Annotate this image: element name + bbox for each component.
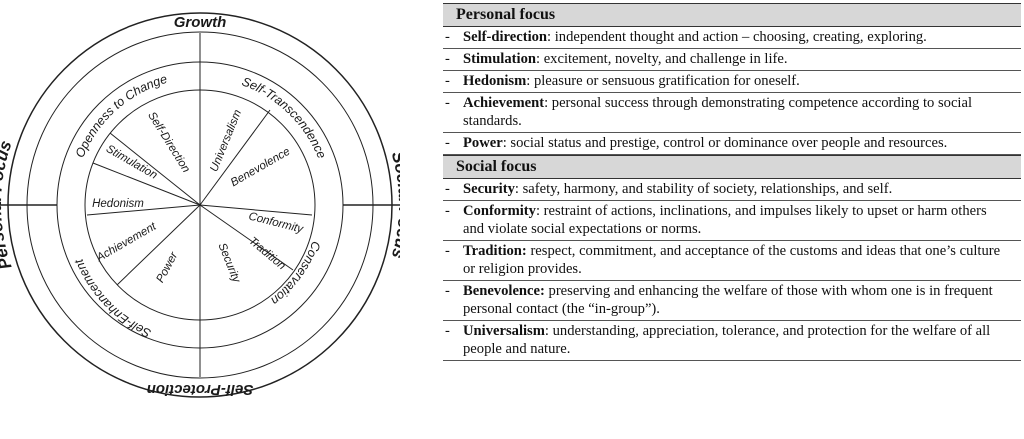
value-conformity: Conformity	[247, 211, 305, 236]
value-tradition: Tradition	[246, 235, 287, 272]
social-rows: -Security: safety, harmony, and stabilit…	[443, 179, 1021, 361]
row-dash: -	[445, 51, 450, 67]
growth-label: Growth	[174, 14, 227, 31]
term-separator: :	[502, 135, 507, 151]
value-term: Conformity	[463, 203, 536, 219]
term-separator: :	[547, 29, 552, 45]
personal-rows: -Self-direction: independent thought and…	[443, 27, 1021, 155]
row-definition: Security: safety, harmony, and stability…	[463, 180, 1021, 198]
term-separator: :	[544, 323, 549, 339]
value-term: Benevolence:	[463, 283, 545, 299]
social-focus-header: Social focus	[443, 155, 1021, 179]
values-definition-table: Personal focus -Self-direction: independ…	[443, 3, 1021, 361]
value-description: pleasure or sensuous gratification for o…	[530, 73, 800, 89]
value-term: Self-direction	[463, 29, 548, 45]
value-description: safety, harmony, and stability of societ…	[518, 181, 893, 197]
row-definition: Self-direction: independent thought and …	[463, 28, 1021, 46]
row-definition: Universalism: understanding, appreciatio…	[463, 322, 1021, 358]
values-circle-diagram: Growth Self-Protection Personal Focus So…	[0, 12, 400, 398]
value-term: Stimulation	[463, 51, 536, 67]
row-definition: Conformity: restraint of actions, inclin…	[463, 202, 1021, 238]
value-description: independent thought and action – choosin…	[551, 29, 927, 45]
row-definition: Benevolence: preserving and enhancing th…	[463, 282, 1021, 318]
table-row: -Power: social status and prestige, cont…	[443, 133, 1021, 155]
term-separator: :	[514, 181, 519, 197]
value-benevolence: Benevolence	[229, 146, 293, 190]
value-description: excitement, novelty, and challenge in li…	[540, 51, 788, 67]
value-term: Universalism	[463, 323, 545, 339]
value-description: understanding, appreciation, tolerance, …	[463, 323, 991, 357]
table-row: -Security: safety, harmony, and stabilit…	[443, 179, 1021, 201]
row-dash: -	[445, 73, 450, 89]
personal-focus-header: Personal focus	[443, 3, 1021, 27]
row-dash: -	[445, 181, 450, 197]
table-row: -Tradition: respect, commitment, and acc…	[443, 241, 1021, 281]
row-dash: -	[445, 243, 450, 259]
self-enhancement-label: Self-Enhancement	[72, 257, 154, 341]
row-dash: -	[445, 29, 450, 45]
value-stimulation: Stimulation	[104, 143, 159, 182]
conservation-label: Conservation	[268, 239, 323, 308]
value-power: Power	[154, 249, 180, 284]
value-universalism: Universalism	[208, 108, 244, 174]
value-description: restraint of actions, inclinations, and …	[463, 203, 987, 237]
row-definition: Hedonism: pleasure or sensuous gratifica…	[463, 72, 1021, 90]
value-term: Achievement	[463, 95, 545, 111]
value-term: Tradition:	[463, 243, 527, 259]
table-row: -Self-direction: independent thought and…	[443, 27, 1021, 49]
row-dash: -	[445, 283, 450, 299]
row-dash: -	[445, 135, 450, 151]
table-row: -Universalism: understanding, appreciati…	[443, 321, 1021, 361]
table-row: -Achievement: personal success through d…	[443, 93, 1021, 133]
value-description: preserving and enhancing the welfare of …	[463, 283, 993, 317]
value-achievement: Achievement	[94, 220, 159, 265]
term-separator: :	[526, 73, 531, 89]
table-row: -Hedonism: pleasure or sensuous gratific…	[443, 71, 1021, 93]
row-definition: Achievement: personal success through de…	[463, 94, 1021, 130]
value-hedonism: Hedonism	[92, 198, 144, 210]
term-separator: :	[535, 51, 541, 67]
self-protection-label: Self-Protection	[147, 381, 254, 398]
row-dash: -	[445, 203, 450, 219]
table-row: -Conformity: restraint of actions, incli…	[443, 201, 1021, 241]
value-security: Security	[215, 241, 242, 285]
row-definition: Tradition: respect, commitment, and acce…	[463, 242, 1021, 278]
row-definition: Stimulation: excitement, novelty, and ch…	[463, 50, 1021, 68]
value-description: social status and prestige, control or d…	[506, 135, 948, 151]
value-self-direction: Self-Direction	[145, 110, 192, 175]
value-description: respect, commitment, and acceptance of t…	[463, 243, 1001, 277]
table-row: -Benevolence: preserving and enhancing t…	[443, 281, 1021, 321]
value-description: personal success through demonstrating c…	[463, 95, 973, 129]
value-term: Hedonism	[463, 73, 527, 89]
row-dash: -	[445, 323, 450, 339]
table-row: -Stimulation: excitement, novelty, and c…	[443, 49, 1021, 71]
term-separator: :	[535, 203, 541, 219]
value-term: Security	[463, 181, 515, 197]
value-term: Power	[463, 135, 503, 151]
row-definition: Power: social status and prestige, contr…	[463, 134, 1021, 152]
row-dash: -	[445, 95, 450, 111]
term-separator: :	[544, 95, 549, 111]
